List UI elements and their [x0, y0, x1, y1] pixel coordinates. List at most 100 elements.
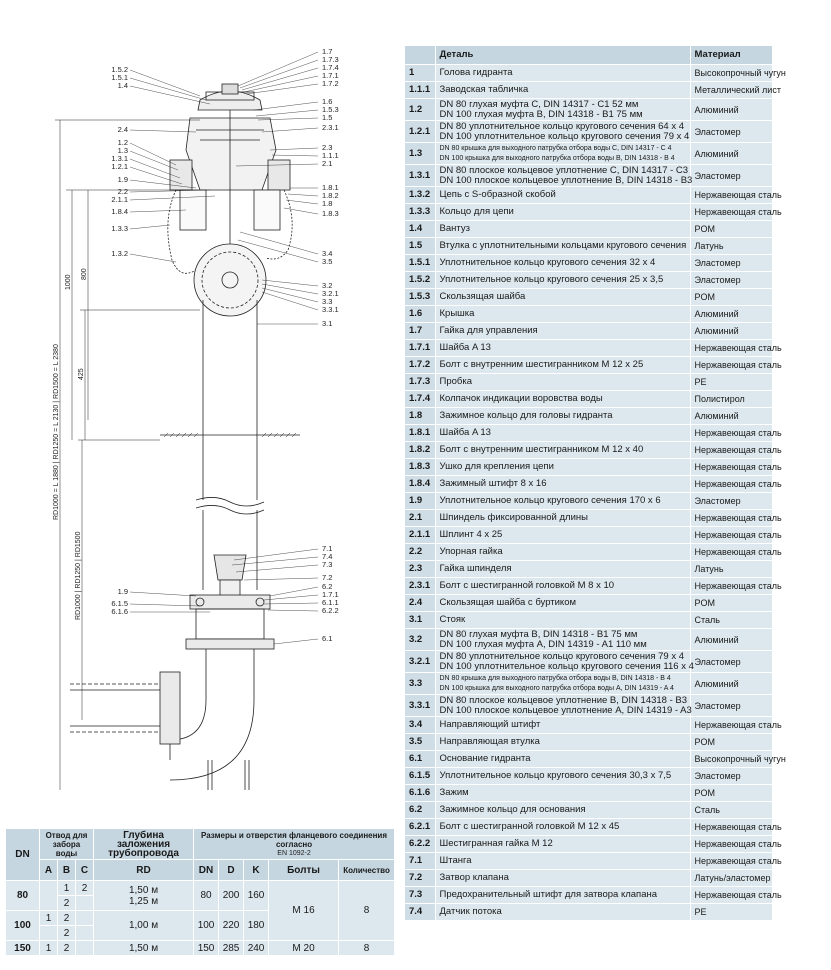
part-name: Крышка	[435, 305, 691, 323]
part-name: Предохранительный штифт для затвора клап…	[435, 886, 691, 904]
part-name: Уплотнительное кольцо кругового сечения …	[435, 254, 691, 272]
part-name: Уплотнительное кольцо кругового сечения …	[435, 492, 691, 510]
part-position: 1.4	[405, 220, 436, 238]
part-name: Шпиндель фиксированной длины	[435, 509, 691, 527]
part-name-line: Шайба A 13	[439, 342, 491, 353]
part-material: Нержавеющая сталь	[690, 835, 782, 853]
callout-1-8: 1.8	[322, 199, 332, 208]
dims-dn-80: 80	[5, 880, 40, 911]
part-material: Нержавеющая сталь	[690, 526, 782, 544]
callout-1-3-1: 1.3.1	[111, 154, 128, 163]
part-material: Сталь	[690, 611, 773, 629]
dims-80-b1: 1	[57, 880, 76, 896]
callout-3-2: 3.2	[322, 281, 332, 290]
callout-1-2-1: 1.2.1	[111, 162, 128, 171]
part-position: 7.4	[405, 903, 436, 921]
part-position: 3.4	[405, 716, 436, 734]
part-material: Эластомер	[690, 120, 773, 143]
part-name: Кольцо для цепи	[435, 203, 691, 221]
part-name-line: Вантуз	[439, 223, 470, 234]
part-name: Зажимный штифт 8 x 16	[435, 475, 691, 493]
part-material: Алюминий	[690, 322, 773, 340]
part-material: POM	[690, 220, 773, 238]
part-name-line: DN 80 глухая муфта C, DIN 14317 - C1 52 …	[439, 98, 639, 110]
part-position: 1.2.1	[405, 120, 436, 143]
part-position: 1.7.4	[405, 390, 436, 408]
dims-100-c2-empty	[74, 925, 95, 941]
part-name-line: DN 80 плоское кольцевое уплотнение C, DI…	[439, 164, 689, 176]
callout-1-5: 1.5	[322, 113, 332, 122]
part-name: Болт с шестигранной головкой M 12 x 45	[435, 818, 691, 836]
part-name: DN 80 уплотнительное кольцо кругового се…	[435, 650, 694, 673]
callout-1-7-1: 1.7.1	[322, 71, 339, 80]
callout-2-4: 2.4	[118, 125, 128, 134]
dims-80-c1: 2	[74, 880, 95, 896]
part-position: 1.3.2	[405, 186, 436, 204]
part-name-line: Шестигранная гайка M 12	[439, 838, 553, 849]
dims-row-80-b: 2	[6, 895, 395, 911]
part-position: 1.7.2	[405, 356, 436, 374]
callout-1-8-4: 1.8.4	[111, 207, 128, 216]
callout-3-3: 3.3	[322, 297, 332, 306]
part-name: Датчик потока	[435, 903, 691, 921]
part-position: 3.5	[405, 733, 436, 751]
part-position: 1.8.3	[405, 458, 436, 476]
callout-1-5-2: 1.5.2	[111, 65, 128, 74]
part-material: Нержавеющая сталь	[690, 543, 782, 561]
part-name-line: Втулка с уплотнительными кольцами кругов…	[439, 240, 687, 251]
dims-header-flange-dn: DN	[193, 859, 220, 881]
part-material: Эластомер	[690, 254, 773, 272]
part-name-line: Шплинт 4 x 25	[439, 529, 503, 540]
part-position: 3.2	[405, 628, 436, 651]
part-name-line: Штанга	[439, 855, 472, 866]
part-name: Вантуз	[435, 220, 691, 238]
callout-1-4: 1.4	[118, 81, 128, 90]
dims-150-c-empty	[74, 940, 95, 956]
callout-3-5: 3.5	[322, 257, 332, 266]
part-material: POM	[690, 288, 773, 306]
part-position: 1.5.3	[405, 288, 436, 306]
callout-2-1-1: 2.1.1	[111, 195, 128, 204]
part-position: 1.7.3	[405, 373, 436, 391]
part-position: 7.1	[405, 852, 436, 870]
hydrant-drawing: RD1000 = L 1880 | RD1250 = L 2130 | RD15…	[0, 0, 400, 830]
part-position: 1.5	[405, 237, 436, 255]
part-name-line: Пробка	[439, 376, 473, 387]
part-name-line: Гайка шпинделя	[439, 563, 512, 574]
part-name-line: Уплотнительное кольцо кругового сечения …	[439, 770, 672, 781]
callout-1-8-1: 1.8.1	[322, 183, 339, 192]
callout-1-7-4: 1.7.4	[322, 63, 339, 72]
part-material: Нержавеющая сталь	[690, 716, 782, 734]
part-position: 7.3	[405, 886, 436, 904]
dims-header-flange-title: Размеры и отверстия фланцевого соединени…	[201, 830, 388, 849]
callout-7-3: 7.3	[322, 560, 332, 569]
dims-header-d: D	[218, 859, 245, 881]
parts-header-material: Материал	[690, 46, 773, 65]
part-name: Колпачок индикации воровства воды	[435, 390, 691, 408]
part-name-line: Уплотнительное кольцо кругового сечения …	[439, 274, 664, 285]
dims-150-fdn: 150	[193, 940, 220, 956]
part-material: Металлический лист	[690, 81, 781, 99]
callout-1-5-3: 1.5.3	[322, 105, 339, 114]
callout-1-5-1: 1.5.1	[111, 73, 128, 82]
part-name: Направляющая втулка	[435, 733, 691, 751]
part-material: Алюминий	[690, 628, 773, 651]
part-name: Зажимное кольцо для головы гидранта	[435, 407, 691, 425]
part-position: 2.1.1	[405, 526, 436, 544]
part-material: Алюминий	[690, 98, 773, 121]
callout-7-2: 7.2	[322, 573, 332, 582]
